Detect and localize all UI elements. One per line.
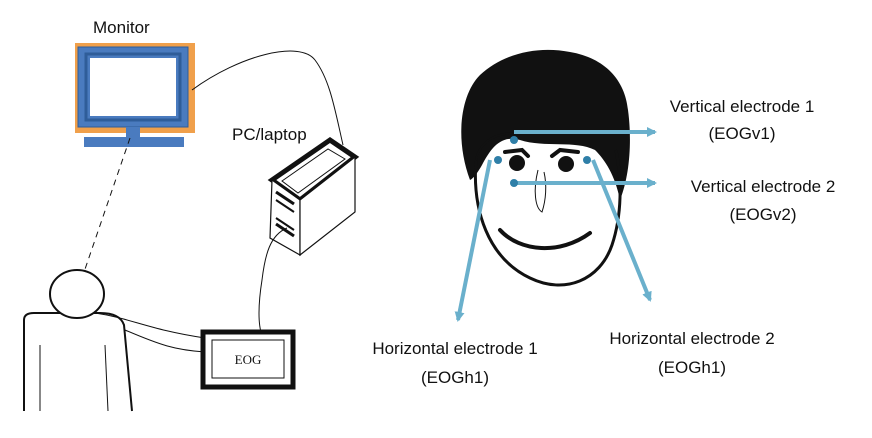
horizontal-electrode-1-label: Horizontal electrode 1 bbox=[372, 339, 537, 358]
pc-icon bbox=[267, 136, 360, 257]
vertical-electrode-1-code: (EOGv1) bbox=[708, 124, 775, 143]
arrow-horizontal-electrode-1 bbox=[454, 159, 492, 322]
person-icon bbox=[23, 269, 133, 412]
eog-label: EOG bbox=[235, 352, 262, 367]
horizontal-electrode-2-code: (EOGh1) bbox=[658, 358, 726, 377]
horizontal-electrode-2-label: Horizontal electrode 2 bbox=[609, 329, 774, 348]
face-icon bbox=[461, 49, 630, 287]
horizontal-electrode-1-code: (EOGh1) bbox=[421, 368, 489, 387]
electrode-dot-horizontal-1 bbox=[494, 156, 502, 164]
electrode-dot-vertical-2 bbox=[510, 179, 518, 187]
person-eog-cable-1 bbox=[94, 312, 206, 339]
monitor-label: Monitor bbox=[93, 18, 150, 37]
vertical-electrode-1-label: Vertical electrode 1 bbox=[670, 97, 815, 116]
vertical-electrode-2-label: Vertical electrode 2 bbox=[691, 177, 836, 196]
pc-label: PC/laptop bbox=[232, 125, 307, 144]
electrode-dot-horizontal-2 bbox=[583, 156, 591, 164]
pc-eog-cable bbox=[258, 227, 288, 336]
monitor-icon bbox=[75, 43, 195, 147]
person-eog-cable-2 bbox=[124, 329, 206, 353]
gaze-dashed-line bbox=[82, 137, 131, 276]
eog-device-icon bbox=[200, 329, 296, 390]
vertical-electrode-2-code: (EOGv2) bbox=[729, 205, 796, 224]
electrode-dot-vertical-1 bbox=[510, 136, 518, 144]
arrow-horizontal-electrode-2 bbox=[591, 159, 652, 302]
monitor-pc-cable bbox=[191, 50, 344, 146]
